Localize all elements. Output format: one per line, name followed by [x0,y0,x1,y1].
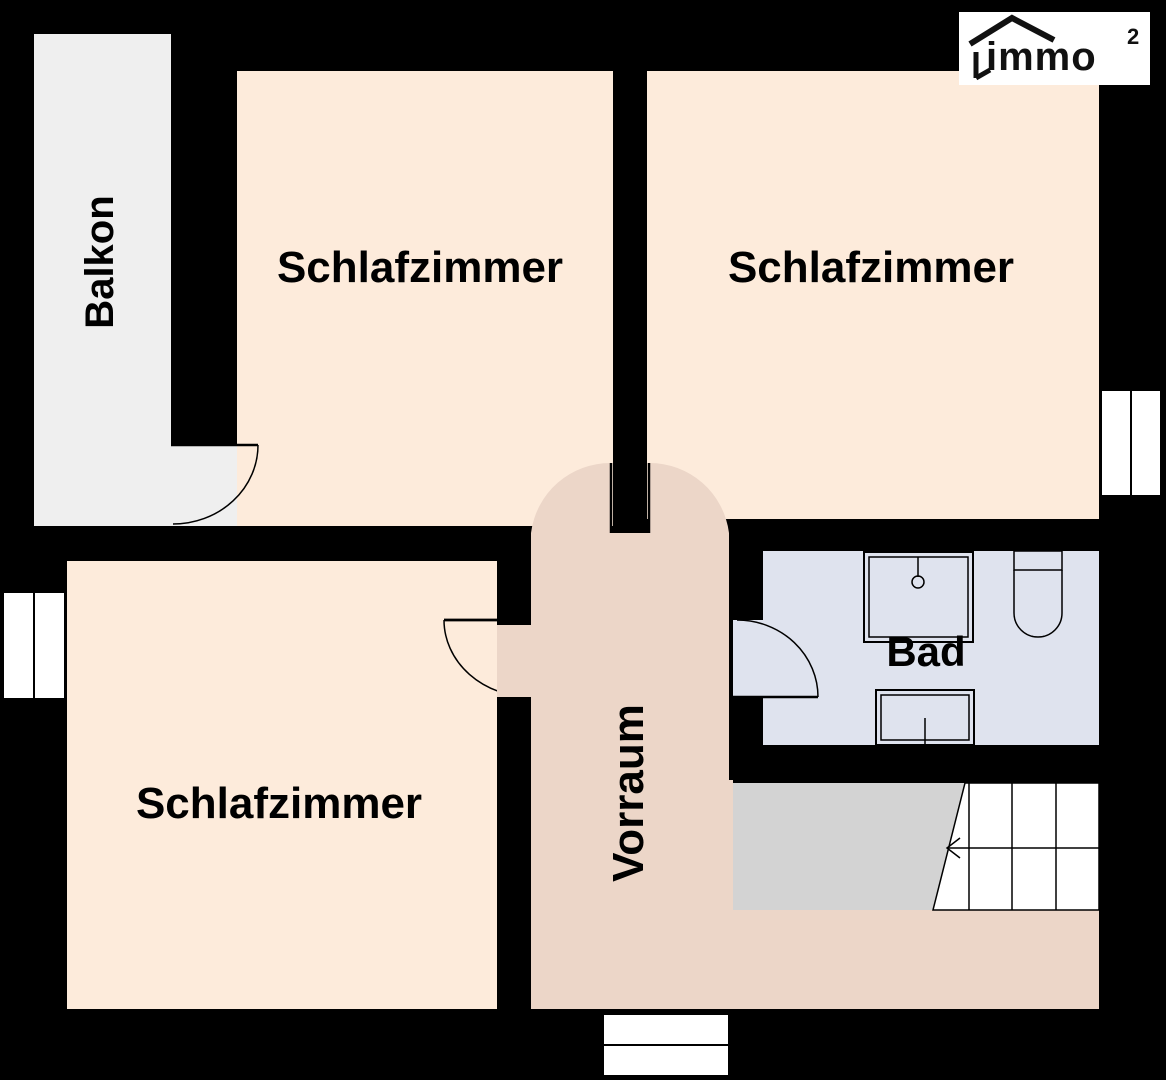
room-label-bathroom: Bad [886,628,965,675]
door-balcony [171,443,259,525]
storage-under-stairs [733,783,965,910]
logo: immo 2 [959,12,1150,85]
window-bottom-wall [602,1013,730,1077]
door-bathroom [733,619,819,699]
room-label-bedroom-bottom-left: Schlafzimmer [136,779,422,828]
hallway-door-opening-left [531,462,611,533]
room-label-hallway: Vorraum [604,704,653,882]
logo-superscript: 2 [1127,24,1139,49]
shower-tray [863,551,974,643]
room-label-balcony: Balkon [78,195,122,328]
hallway-door-opening-right [649,462,729,533]
balcony-floor-extension [171,445,237,526]
window-left-wall [2,591,66,700]
bedroom-bottom-left-floor [67,561,497,1009]
window-right-wall [1100,389,1162,497]
logo-text: immo [986,35,1097,79]
room-label-bedroom-top-right: Schlafzimmer [728,243,1014,292]
bathroom-floor [763,551,1099,745]
bathroom-door-gap [733,620,763,697]
door-bedroom-bottom-left [443,618,532,698]
stair-direction-arrow-icon [945,837,961,859]
bedroom-top-left-floor [237,71,613,526]
staircase [932,782,1100,911]
room-label-bedroom-top-left: Schlafzimmer [277,243,563,292]
shower-drain-icon [911,575,925,589]
balcony-floor [34,34,171,526]
house-roof-icon [968,14,1056,81]
toilet-icon [1013,550,1063,638]
hallway-floor [531,533,1099,1009]
washbasin-icon [875,689,975,746]
bedroom-top-right-floor [647,71,1099,519]
